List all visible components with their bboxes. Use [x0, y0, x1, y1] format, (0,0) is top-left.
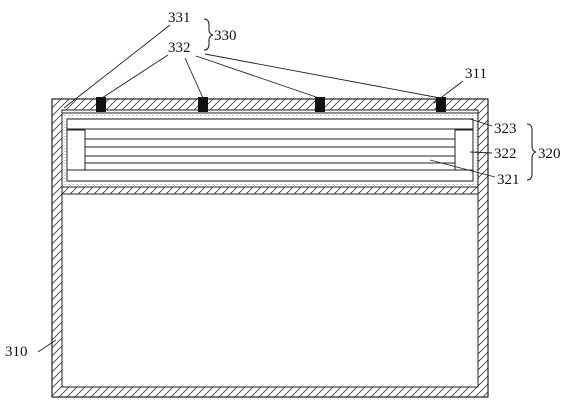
sensors-332 [96, 97, 446, 112]
label-332: 332 [168, 40, 191, 56]
label-320: 320 [538, 146, 561, 162]
brace-320 [526, 123, 537, 181]
label-311: 311 [465, 66, 487, 82]
label-321: 321 [497, 172, 520, 188]
label-310: 310 [5, 344, 28, 360]
label-322: 322 [494, 146, 517, 162]
label-331: 331 [168, 10, 191, 26]
label-323: 323 [494, 121, 517, 137]
leader-lines [37, 24, 496, 353]
label-330: 330 [214, 28, 237, 44]
brace-330 [203, 18, 214, 51]
module-320 [61, 112, 479, 188]
